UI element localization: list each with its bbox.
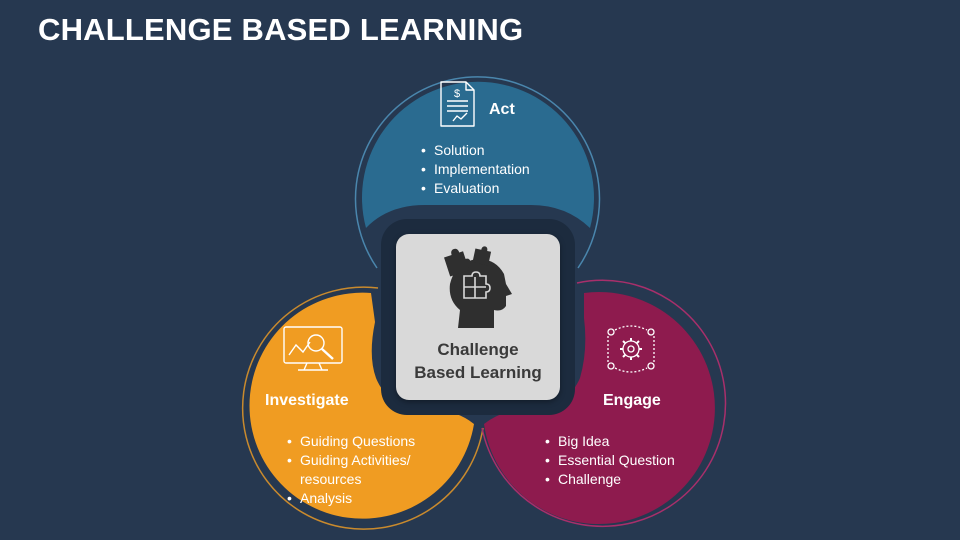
engage-list: Big Idea Essential Question Challenge <box>545 432 675 489</box>
investigate-list: Guiding Questions Guiding Activities/ re… <box>287 432 415 508</box>
list-item: Guiding Questions <box>287 432 415 451</box>
center-label-line1: Challenge <box>437 340 519 359</box>
svg-text:$: $ <box>454 88 460 100</box>
list-item: Challenge <box>545 470 675 489</box>
gear-network-icon <box>607 325 655 373</box>
investigate-label: Investigate <box>265 392 349 409</box>
list-item: Analysis <box>287 489 415 508</box>
engage-label: Engage <box>603 392 661 409</box>
list-item: Solution <box>421 141 530 160</box>
page-title: CHALLENGE BASED LEARNING <box>38 12 524 47</box>
list-item-continuation: resources <box>300 471 362 487</box>
list-item: Evaluation <box>421 179 530 198</box>
list-item: Guiding Activities/ <box>287 451 415 470</box>
head-puzzle-icon <box>444 246 512 328</box>
list-item: Implementation <box>421 160 530 179</box>
act-list: Solution Implementation Evaluation <box>421 141 530 198</box>
list-item: Essential Question <box>545 451 675 470</box>
invoice-document-icon: $ <box>440 81 475 127</box>
list-item: Big Idea <box>545 432 675 451</box>
center-label: Challenge Based Learning <box>396 338 560 384</box>
center-label-line2: Based Learning <box>414 363 542 382</box>
monitor-magnifier-icon <box>283 326 343 371</box>
act-label: Act <box>489 101 515 118</box>
